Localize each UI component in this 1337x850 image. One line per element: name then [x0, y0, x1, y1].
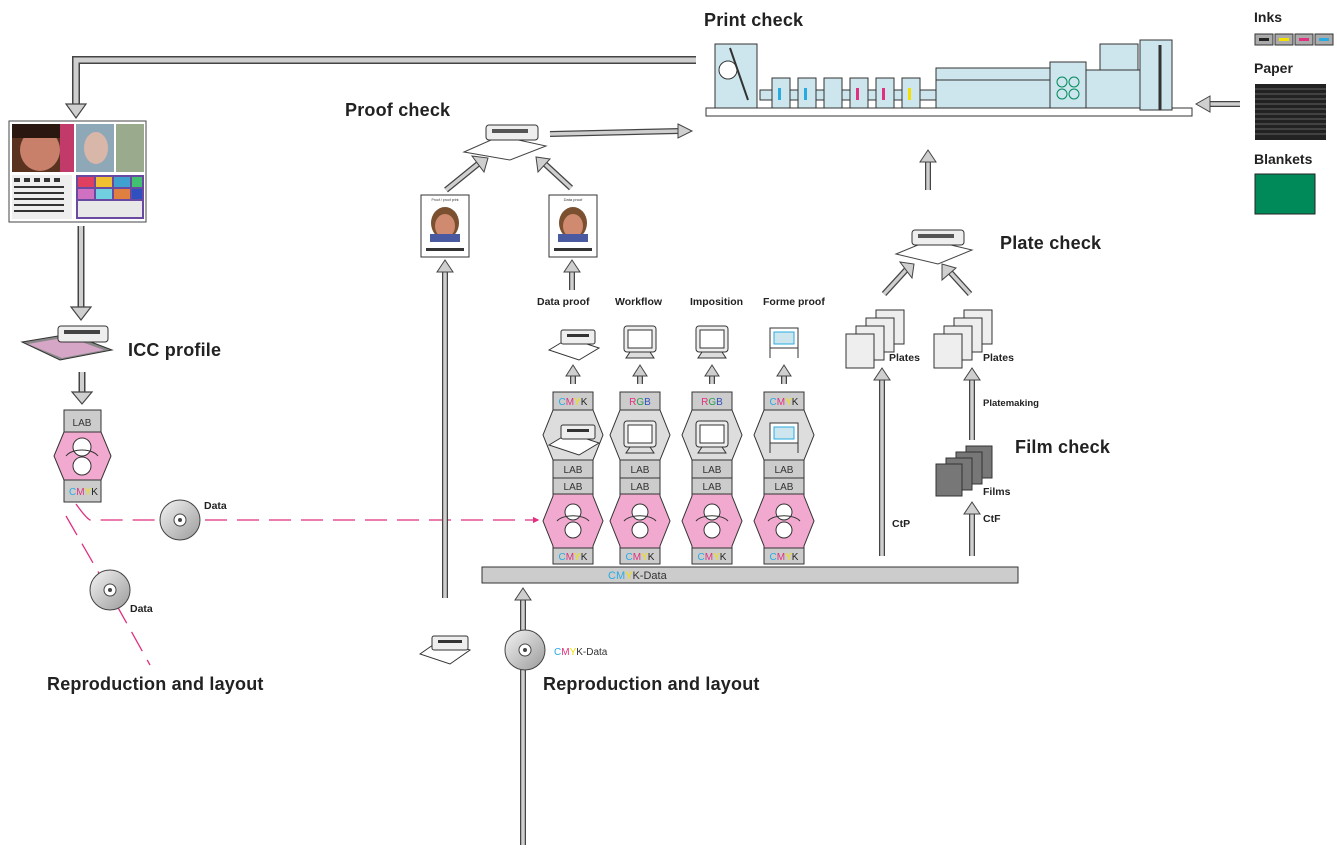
column-rgb-label: RGB — [629, 397, 651, 408]
column-lab-label: LAB — [564, 482, 583, 493]
scanner-icon — [462, 124, 548, 161]
repro-center-label: Reproduction and layout — [543, 674, 760, 694]
films-icon — [935, 445, 993, 497]
arrow-right-proof — [549, 123, 694, 139]
arrow-up-dataproof — [563, 259, 581, 290]
platemaking-label: Platemaking — [983, 398, 1039, 409]
column-rgb-label: RGB — [701, 397, 723, 408]
blanket-icon — [1254, 173, 1316, 215]
data-label-2: Data — [130, 603, 153, 615]
monitor-icon — [623, 420, 657, 454]
column-cmyk-label: CMYK — [770, 552, 799, 563]
printer-icon — [547, 329, 601, 361]
plate-check-label: Plate check — [1000, 233, 1102, 253]
printing-press-icon — [705, 39, 1193, 117]
ctp-label: CtP — [892, 518, 911, 530]
arrow-down-1 — [69, 226, 93, 321]
column-lab-label: LAB — [775, 465, 794, 476]
cmyk-data-bus — [481, 566, 1019, 584]
proof-sheet-1 — [420, 194, 470, 258]
test-chart-image — [8, 120, 147, 223]
magenta-data-flow — [65, 503, 540, 666]
device-columns: CMYKLABLABCMYKRGBLABLABCMYKRGBLABLABCMYK… — [542, 325, 815, 565]
printer-icon — [547, 424, 601, 456]
paper-stack-icon — [1255, 84, 1326, 140]
film-check-label: Film check — [1015, 437, 1111, 457]
column-cmyk-label: CMYK — [626, 552, 655, 563]
monitor-icon — [695, 325, 729, 359]
column-lab-label: LAB — [631, 482, 650, 493]
arrow-up-platemaking — [963, 367, 981, 440]
plates-label-1: Plates — [889, 352, 920, 364]
feedback-loop-arrow — [64, 56, 696, 120]
device-column: RGB LAB LAB CMYK — [681, 325, 743, 565]
proof-sheet-2 — [548, 194, 598, 258]
cd-cmyk-label: CMYK-Data — [554, 647, 608, 658]
ctf-label: CtF — [983, 513, 1001, 525]
column-cmyk-label: CMYK — [770, 397, 799, 408]
arrow-diag-plate — [881, 261, 973, 297]
proof-sheet-2-title: Data proof — [564, 197, 584, 202]
monitor-icon — [623, 325, 657, 359]
arrow-up-input — [514, 587, 532, 845]
arrow-up-ctf — [963, 501, 981, 556]
proof-sheet-1-title: Proof / proof print — [431, 198, 458, 202]
column-lab-label: LAB — [703, 482, 722, 493]
column-cmyk-label: CMYK — [698, 552, 727, 563]
icc-lab-label: LAB — [73, 418, 92, 429]
monitor-icon — [695, 420, 729, 454]
column-lab-label: LAB — [564, 465, 583, 476]
inks-label: Inks — [1254, 9, 1283, 25]
arrow-up-ctp — [873, 367, 891, 556]
films-label: Films — [983, 486, 1011, 498]
column-cmyk-label: CMYK — [559, 397, 588, 408]
blankets-label: Blankets — [1254, 151, 1313, 167]
printer-icon — [418, 635, 472, 665]
arrow-diag-proof — [444, 155, 574, 193]
cd-icon — [159, 499, 201, 541]
plates-icon — [845, 309, 905, 369]
plotter-icon — [769, 422, 799, 453]
forme-proof-label: Forme proof — [763, 296, 825, 308]
icc-profile-label: ICC profile — [128, 340, 222, 360]
arrow-up-long — [436, 259, 454, 598]
device-column: RGB LAB LAB CMYK — [609, 325, 671, 565]
scanner-icon — [20, 325, 114, 361]
icc-profile-converter — [53, 409, 112, 503]
proof-check-label: Proof check — [345, 100, 451, 120]
column-lab-label: LAB — [631, 465, 650, 476]
column-lab-label: LAB — [703, 465, 722, 476]
data-label-1: Data — [204, 500, 227, 512]
cd-icon — [89, 569, 131, 611]
column-lab-label: LAB — [775, 482, 794, 493]
cd-icon — [504, 629, 546, 671]
device-column: CMYK LAB LAB CMYK — [542, 329, 604, 565]
paper-label: Paper — [1254, 60, 1293, 76]
arrow-up-platecheck — [919, 149, 937, 190]
bus-label: CMYK-Data — [608, 570, 668, 582]
scanner-icon — [894, 229, 974, 265]
repro-left-label: Reproduction and layout — [47, 674, 264, 694]
column-cmyk-label: CMYK — [559, 552, 588, 563]
ink-swatch-icon — [1254, 33, 1334, 46]
plotter-icon — [769, 327, 799, 358]
device-column: CMYK LAB LAB CMYK — [753, 327, 815, 565]
plates-label-2: Plates — [983, 352, 1014, 364]
icc-cmyk-label: CMYK — [69, 487, 98, 498]
workflow-label: Workflow — [615, 296, 663, 308]
data-proof-label: Data proof — [537, 296, 590, 308]
print-check-label: Print check — [704, 10, 804, 30]
plates-icon — [933, 309, 993, 369]
imposition-label: Imposition — [690, 296, 744, 308]
arrow-down-2 — [70, 372, 94, 405]
arrow-left-paper — [1194, 95, 1240, 113]
